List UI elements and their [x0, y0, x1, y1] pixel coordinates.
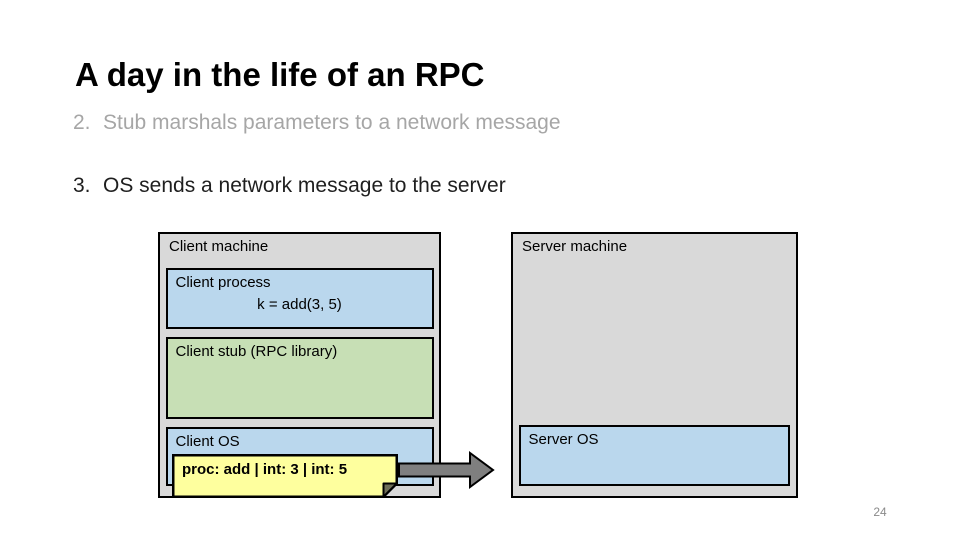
client-machine-box: Client machine Client process k = add(3,… — [158, 232, 441, 498]
client-stub-box: Client stub (RPC library) — [165, 336, 434, 419]
server-os-label: Server OS — [528, 430, 599, 448]
arrow-right-icon — [398, 451, 495, 489]
network-message-text: proc: add | int: 3 | int: 5 — [182, 461, 348, 478]
server-os-box: Server OS — [518, 424, 790, 486]
step-item-3: 3. OS sends a network message to the ser… — [73, 173, 913, 199]
folded-note-icon — [172, 454, 398, 498]
server-machine-box: Server machine Server OS — [511, 232, 798, 498]
client-machine-label: Client machine — [169, 238, 269, 255]
step-text: Stub marshals parameters to a network me… — [103, 111, 561, 134]
network-message-note: proc: add | int: 3 | int: 5 — [172, 454, 398, 498]
client-process-code: k = add(3, 5) — [257, 295, 342, 313]
client-stub-label: Client stub (RPC library) — [175, 342, 338, 360]
step-item-2: 2. Stub marshals parameters to a network… — [73, 110, 913, 136]
page-number: 24 — [873, 505, 887, 519]
step-number: 3. — [73, 174, 91, 197]
step-number: 2. — [73, 111, 91, 134]
step-text: OS sends a network message to the server — [103, 174, 506, 197]
client-process-box: Client process k = add(3, 5) — [165, 267, 434, 329]
slide-title: A day in the life of an RPC — [75, 56, 485, 93]
client-os-label: Client OS — [175, 432, 240, 450]
server-machine-label: Server machine — [522, 238, 628, 255]
client-process-label: Client process — [175, 273, 271, 291]
